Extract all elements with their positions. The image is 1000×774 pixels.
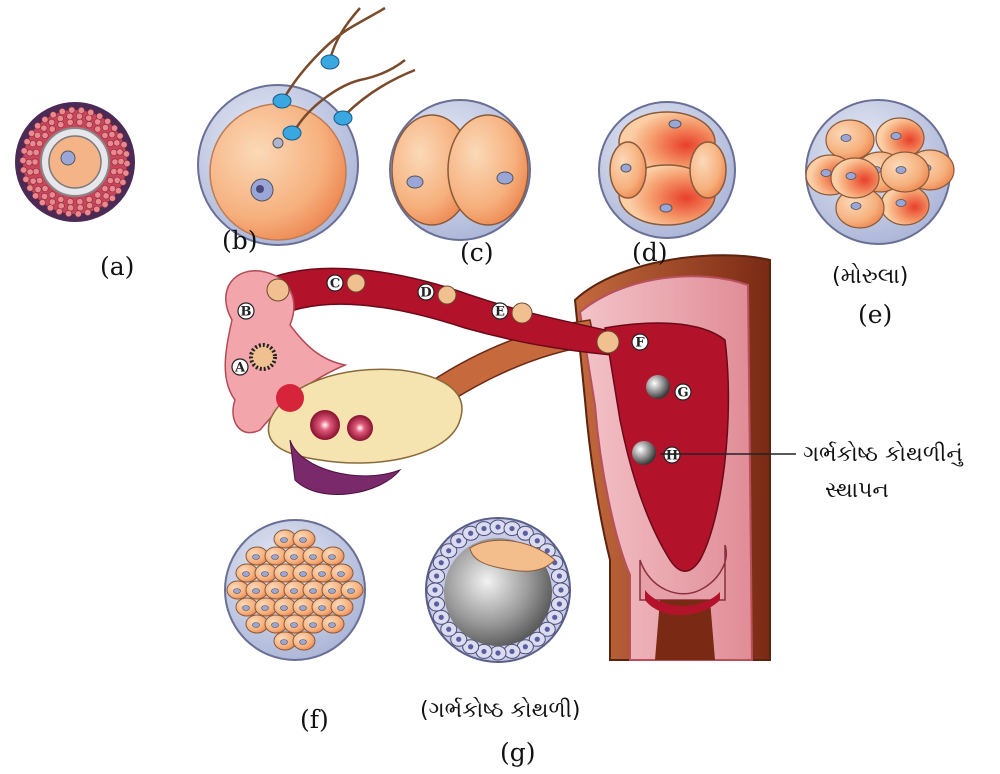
morula-e [806,100,954,244]
blastocyst-g [426,518,570,662]
four-cell-d [599,102,735,238]
marker-f: F [635,336,645,351]
marker-c: C [330,277,340,292]
label-morula: (મોરુલા) [832,264,908,289]
marker-d: D [420,286,431,301]
label-implantation-1: ગર્ભકોષ્ઠ કોથળીનું [803,442,963,467]
label-blastocyst: (ગર્ભકોષ્ઠ કોથળી) [420,698,581,723]
label-b: (b) [222,226,258,255]
marker-h: H [666,449,678,464]
fertilization-b [198,8,415,245]
cell-cluster-f [225,520,365,660]
label-d: (d) [632,238,668,267]
oocyte-a [15,102,135,222]
label-e: (e) [858,300,892,329]
marker-e: E [495,305,505,320]
label-c: (c) [460,238,494,267]
label-g: (g) [500,738,536,767]
marker-b: B [241,305,252,320]
marker-a: A [234,361,246,376]
two-cell-c [390,100,530,240]
label-a: (a) [100,252,134,281]
label-implantation-2: સ્થાપન [825,478,889,503]
label-f: (f) [300,705,329,734]
marker-g: G [677,386,688,401]
